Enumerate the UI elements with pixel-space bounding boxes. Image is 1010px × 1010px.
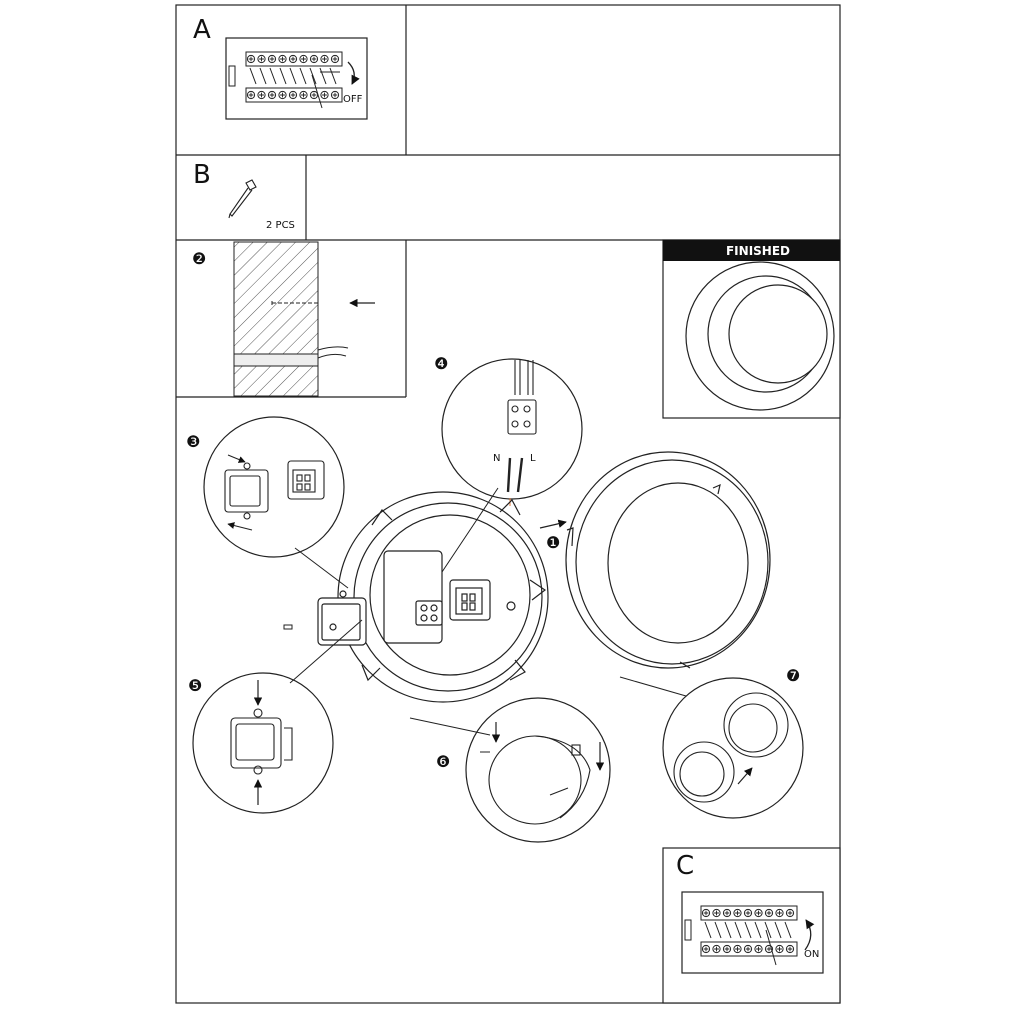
terminal-screw-slot (787, 946, 793, 952)
terminal-screw-slot (259, 92, 264, 98)
screw-quantity: 2 PCS (266, 220, 295, 231)
connector-cover-icon (230, 708, 293, 775)
terminal-screw-slot (724, 910, 730, 916)
terminal-screw-slot (766, 946, 772, 952)
terminal-screw-slot (724, 946, 730, 952)
terminal-screw-slot (332, 56, 338, 62)
terminal-screw-slot (280, 92, 285, 98)
wire-label-neutral: N (493, 453, 500, 464)
step-3-badge: ❸ (186, 432, 200, 451)
terminal-screw-slot (745, 910, 751, 916)
panel-finished: FINISHED (662, 239, 841, 419)
loose-screw-icon (283, 624, 293, 630)
step-7-badge: ❼ (786, 666, 800, 685)
panel-a-letter: A (193, 15, 211, 45)
terminal-screw-slot (777, 946, 782, 952)
step-2-badge: ❷ (192, 249, 206, 268)
breaker-state-off: OFF (343, 94, 363, 105)
step-1-badge: ❶ (546, 533, 560, 552)
terminal-screw-slot (703, 946, 709, 952)
finished-lamp (685, 261, 835, 411)
step-5-badge: ❺ (188, 676, 202, 695)
breaker-state-on: ON (804, 949, 819, 960)
terminal-screw-slot (248, 56, 254, 62)
terminal-screw-slot (322, 56, 327, 62)
terminal-screw-slot (311, 92, 317, 98)
terminal-screw-slot (756, 946, 761, 952)
finished-title: FINISHED (726, 244, 790, 258)
screw-icon (228, 179, 257, 219)
panel-step-3: ❸ (186, 416, 349, 589)
terminal-screw-slot (766, 910, 772, 916)
page-frame (175, 4, 841, 1004)
lamp-base-assembly (317, 491, 549, 703)
connector-box-icon (224, 460, 325, 520)
terminal-screw-slot (714, 910, 719, 916)
panel-a: A OFF (176, 5, 840, 156)
panel-c: C ON (662, 847, 841, 1004)
terminal-screw-slot (248, 92, 254, 98)
panel-step-6: ❻ (409, 697, 611, 843)
terminal-screw-slot (745, 946, 751, 952)
panel-step-7: ❼ (619, 666, 804, 819)
terminal-screw-slot (735, 910, 740, 916)
terminal-screw-slot (280, 56, 285, 62)
step-6-badge: ❻ (436, 752, 450, 771)
terminal-block-icon (507, 360, 537, 435)
terminal-screw-slot (269, 92, 275, 98)
wire-label-live: L (530, 453, 536, 464)
terminal-screw-slot (311, 56, 317, 62)
breaker-box-on (681, 891, 824, 974)
terminal-screw-slot (259, 56, 264, 62)
terminal-screw-slot (714, 946, 719, 952)
terminal-screw-slot (322, 92, 327, 98)
breaker-box-off (225, 37, 368, 120)
panel-step-4: ❹ N L (429, 354, 583, 591)
wall-section (233, 241, 319, 355)
terminal-screw-slot (290, 92, 296, 98)
terminal-screw-slot (301, 92, 306, 98)
panel-c-letter: C (676, 851, 694, 881)
bulb-cover-icon (673, 692, 789, 803)
diffuser-icon (488, 735, 591, 825)
panel-step-5: ❺ (188, 619, 363, 814)
terminal-screw-slot (290, 56, 296, 62)
terminal-screw-slot (756, 910, 761, 916)
terminal-screw-slot (269, 56, 275, 62)
terminal-screw-slot (787, 910, 793, 916)
panel-step-2: ❷ (176, 240, 407, 398)
lamp-front-ring (565, 451, 771, 669)
step-1-arrow (539, 519, 567, 529)
terminal-screw-slot (777, 910, 782, 916)
step-4-badge: ❹ (434, 354, 448, 373)
terminal-screw-slot (703, 910, 709, 916)
terminal-screw-slot (332, 92, 338, 98)
finished-banner (663, 240, 840, 261)
terminal-screw-slot (301, 56, 306, 62)
panel-b-letter: B (193, 160, 211, 190)
terminal-screw-slot (735, 946, 740, 952)
panel-b: B 2 PCS (176, 155, 840, 241)
